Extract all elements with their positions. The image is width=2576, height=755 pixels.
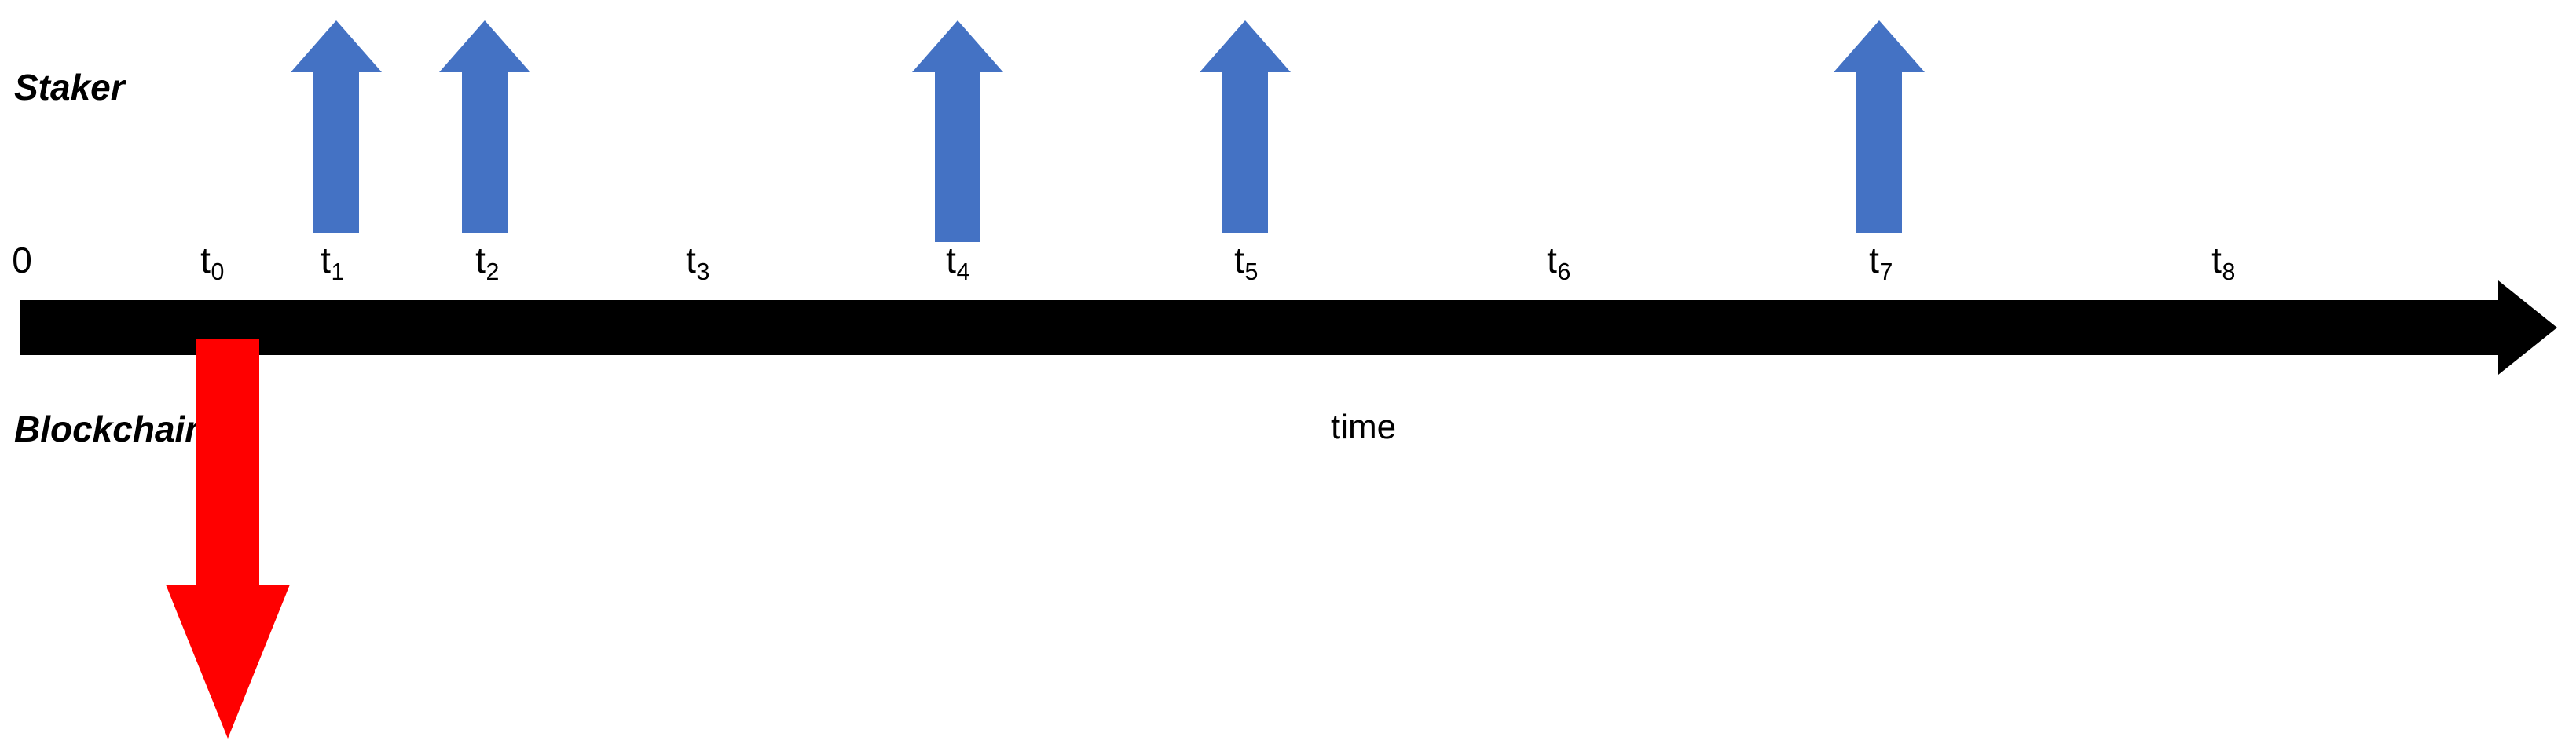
blockchain-arrow-group	[166, 339, 290, 739]
tick-label-base: t	[946, 240, 956, 280]
tick-label-subscript: 2	[486, 259, 500, 286]
tick-label-t3: t3	[686, 240, 709, 284]
tick-label-subscript: 0	[211, 259, 225, 286]
tick-label-t1: t1	[321, 240, 344, 284]
staker-arrow-t7	[1834, 20, 1925, 233]
tick-label-base: t	[686, 240, 696, 280]
tick-label-base: t	[200, 240, 211, 280]
blockchain-lane-label: Blockchain	[14, 409, 207, 449]
tick-label-base: t	[1869, 240, 1879, 280]
tick-label-t7: t7	[1869, 240, 1893, 284]
staker-arrow-t5	[1200, 20, 1291, 233]
tick-label-t6: t6	[1547, 240, 1570, 284]
tick-label-t0: t0	[200, 240, 224, 284]
tick-label-base: t	[2211, 240, 2222, 280]
tick-label-subscript: 5	[1244, 259, 1259, 286]
tick-label-base: t	[1234, 240, 1244, 280]
timeline-axis-group	[20, 280, 2557, 375]
tick-label-subscript: 3	[696, 259, 710, 286]
timeline-axis-arrow	[20, 280, 2557, 375]
tick-label-subscript: 1	[331, 259, 345, 286]
tick-label-subscript: 6	[1557, 259, 1571, 286]
tick-label-subscript: 4	[956, 259, 970, 286]
staker-arrow-t1	[291, 20, 382, 233]
blockchain-arrow-t0	[166, 339, 290, 739]
tick-label-base: 0	[12, 240, 32, 280]
staker-arrow-t4	[912, 20, 1003, 242]
staker-arrow-t2	[439, 20, 530, 233]
tick-label-subscript: 8	[2222, 259, 2236, 286]
tick-label-base: t	[475, 240, 486, 280]
tick-label-t2: t2	[475, 240, 499, 284]
time-axis-label: time	[1331, 408, 1397, 446]
tick-label-t8: t8	[2211, 240, 2235, 284]
tick-label-base: t	[321, 240, 331, 280]
tick-label-subscript: 7	[1879, 259, 1893, 286]
tick-label-t4: t4	[946, 240, 969, 284]
staker-lane-label: Staker	[14, 67, 125, 108]
tick-label-base: t	[1547, 240, 1557, 280]
tick-label-zero: 0	[12, 242, 32, 278]
tick-label-t5: t5	[1234, 240, 1258, 284]
staker-arrow-group	[291, 20, 1925, 242]
